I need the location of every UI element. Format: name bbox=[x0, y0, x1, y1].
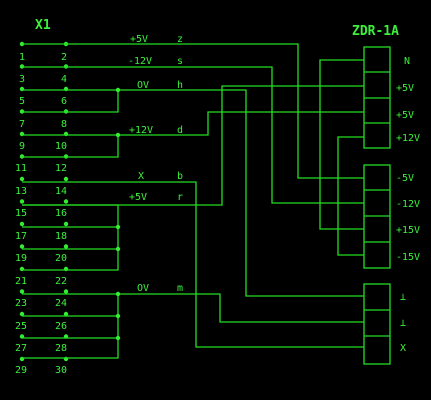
zdr-label-m5v: -5V bbox=[396, 173, 414, 184]
zdr-group-2 bbox=[363, 164, 391, 269]
wire-x-b bbox=[22, 181, 364, 348]
pin-1: 1 bbox=[19, 52, 25, 63]
wire-p5v-z bbox=[22, 43, 364, 179]
wire-m15v bbox=[337, 136, 364, 256]
pin-13: 13 bbox=[15, 186, 27, 197]
terminal-dot bbox=[19, 311, 25, 317]
signal-p5vb-code: r bbox=[177, 192, 183, 203]
pin-6: 6 bbox=[61, 96, 67, 107]
pin-29: 29 bbox=[15, 365, 27, 376]
signal-p12v-name: +12V bbox=[129, 125, 153, 136]
pin-18: 18 bbox=[55, 231, 67, 242]
signal-0vb-code: m bbox=[177, 283, 183, 294]
zdr-group-1 bbox=[363, 46, 391, 149]
zdr-label-p5v-2: +5V bbox=[396, 110, 414, 121]
signal-m12v-code: s bbox=[177, 56, 183, 67]
pin-3: 3 bbox=[19, 74, 25, 85]
terminal-dot bbox=[19, 289, 25, 294]
terminal-dot bbox=[63, 311, 69, 317]
zdr-group-3 bbox=[363, 283, 391, 365]
wire-0v-h bbox=[118, 89, 364, 297]
signal-x-code: b bbox=[177, 171, 183, 182]
pin-15: 15 bbox=[15, 208, 27, 219]
terminal-dot bbox=[63, 289, 69, 294]
wire-p12v-d bbox=[118, 111, 364, 136]
wire-0v-m bbox=[118, 293, 364, 323]
zdr-label-n: N bbox=[404, 56, 410, 67]
signal-0v-name: OV bbox=[137, 80, 149, 91]
pin-2: 2 bbox=[61, 52, 67, 63]
signal-p5v-name: +5V bbox=[130, 34, 148, 45]
signal-x-name: X bbox=[138, 171, 144, 182]
pin-21: 21 bbox=[15, 276, 27, 287]
pin-23: 23 bbox=[15, 298, 27, 309]
pin-16: 16 bbox=[55, 208, 67, 219]
pin-9: 9 bbox=[19, 141, 25, 152]
signal-m12v-name: -12V bbox=[128, 56, 152, 67]
zdr-label-m12v: -12V bbox=[396, 199, 420, 210]
zdr-label-x: X bbox=[400, 343, 406, 354]
pin-7: 7 bbox=[19, 119, 25, 130]
wires bbox=[22, 43, 364, 359]
zdr-label-m15v: -15V bbox=[396, 252, 420, 263]
signal-p5vb-name: +5V bbox=[129, 192, 147, 203]
pin-12: 12 bbox=[55, 163, 67, 174]
connector-x1-title: X1 bbox=[35, 18, 51, 33]
pin-24: 24 bbox=[55, 298, 67, 309]
pin-27: 27 bbox=[15, 343, 27, 354]
signal-p12v-code: d bbox=[177, 125, 183, 136]
x1-pin-numbers: 1 2 3 4 5 6 7 8 9 10 11 12 13 14 15 16 1… bbox=[15, 52, 67, 376]
pin-20: 20 bbox=[55, 253, 67, 264]
zdr-ground-symbol-1: ⊥ bbox=[400, 292, 406, 303]
pin-4: 4 bbox=[61, 74, 67, 85]
zdr-ground-symbol-2: ⊥ bbox=[400, 318, 406, 329]
terminal-dot bbox=[63, 199, 69, 204]
pin-10: 10 bbox=[55, 141, 67, 152]
pin-26: 26 bbox=[55, 321, 67, 332]
connector-zdr-title: ZDR-1A bbox=[352, 24, 399, 39]
pin-5: 5 bbox=[19, 96, 25, 107]
zdr-label-p15v: +15V bbox=[396, 225, 420, 236]
zdr-label-p12v: +12V bbox=[396, 133, 420, 144]
pin-11: 11 bbox=[15, 163, 27, 174]
pin-28: 28 bbox=[55, 343, 67, 354]
pin-22: 22 bbox=[55, 276, 67, 287]
terminal-dot bbox=[63, 176, 69, 182]
terminal-dot bbox=[19, 176, 25, 182]
terminal-dot bbox=[19, 221, 25, 227]
pin-25: 25 bbox=[15, 321, 27, 332]
terminal-dot bbox=[63, 244, 69, 249]
zdr-label-p5v-1: +5V bbox=[396, 83, 414, 94]
terminal-dot bbox=[19, 244, 25, 249]
wire-m12v-s bbox=[22, 66, 364, 204]
junctions bbox=[115, 87, 121, 341]
pin-30: 30 bbox=[55, 365, 67, 376]
terminal-dot bbox=[63, 221, 69, 227]
signal-p5v-code: z bbox=[177, 34, 183, 45]
terminal-dot bbox=[19, 199, 25, 204]
pin-19: 19 bbox=[15, 253, 27, 264]
signal-0vb-name: OV bbox=[137, 283, 149, 294]
pin-17: 17 bbox=[15, 231, 27, 242]
wire-p15v bbox=[319, 59, 364, 230]
signal-0v-code: h bbox=[177, 80, 183, 91]
pin-8: 8 bbox=[61, 119, 67, 130]
wire-p5v-r bbox=[22, 85, 364, 206]
pin-14: 14 bbox=[55, 186, 67, 197]
